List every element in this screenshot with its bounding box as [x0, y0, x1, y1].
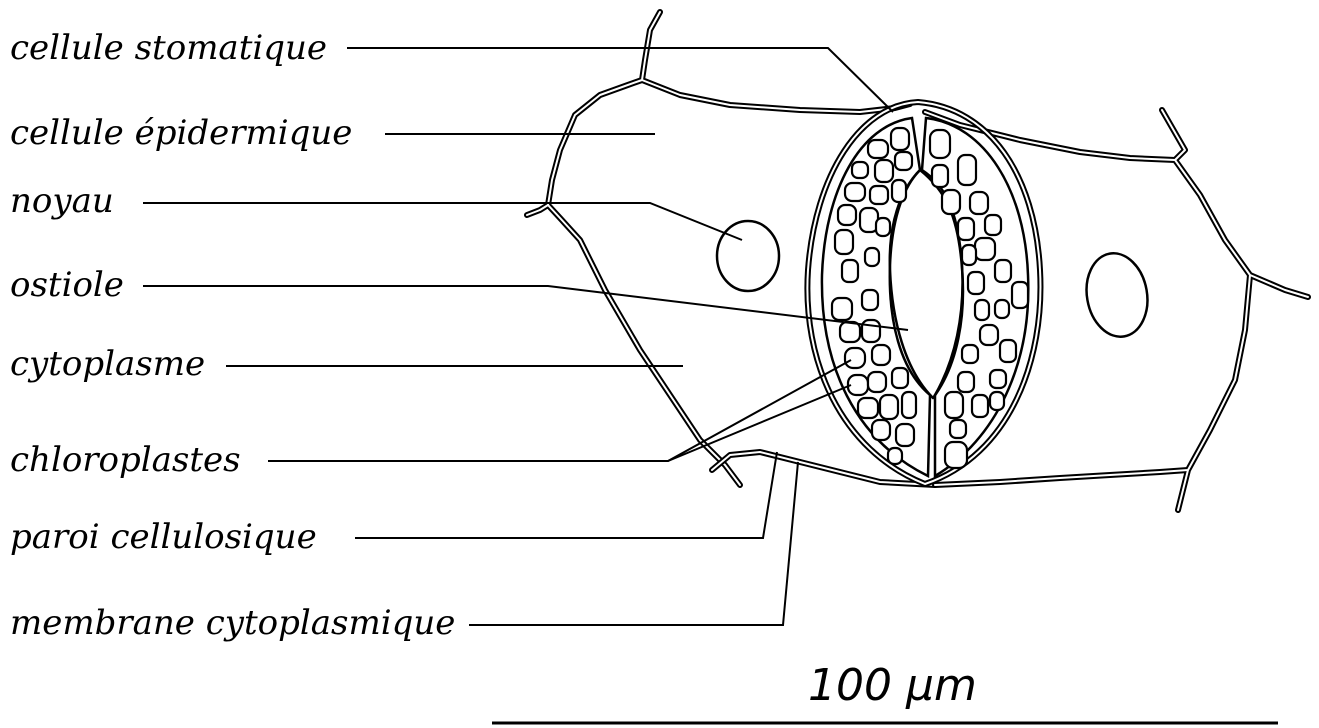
chloroplast [990, 392, 1004, 410]
chloroplast [932, 165, 948, 187]
chloroplast [842, 260, 858, 282]
chloroplast [985, 215, 1001, 235]
chloroplast [930, 130, 950, 158]
chloroplast [950, 420, 966, 438]
chloroplast [835, 230, 853, 254]
chloroplast [876, 218, 890, 236]
label-chloroplastes: chloroplastes [10, 440, 241, 480]
label-paroi-cellulosique: paroi cellulosique [10, 517, 317, 557]
chloroplast [880, 395, 898, 419]
chloroplast [970, 192, 988, 214]
chloroplast [895, 152, 912, 170]
chloroplast [975, 238, 995, 260]
chloroplast [892, 180, 906, 202]
chloroplast [891, 128, 909, 150]
leader-chloroplastes-1 [268, 360, 851, 461]
nucleus-left [717, 221, 779, 291]
chloroplast [845, 183, 865, 201]
chloroplast [958, 218, 974, 240]
chloroplast [958, 155, 976, 185]
chloroplast [872, 420, 890, 440]
chloroplast [968, 272, 984, 294]
chloroplast [945, 392, 963, 418]
label-cellule-stomatique: cellule stomatique [10, 28, 327, 68]
scale-bar-label: 100 µm [808, 660, 977, 711]
chloroplast [862, 320, 880, 342]
leader-cellule-stomatique [347, 48, 893, 112]
label-cellule-epidermique: cellule épidermique [10, 113, 352, 153]
leader-membrane-cytoplasmique [469, 462, 798, 625]
chloroplast [862, 290, 878, 310]
scale-bar: 100 µm [492, 660, 1278, 723]
chloroplast [840, 322, 860, 342]
chloroplast [868, 140, 888, 158]
chloroplast [1012, 282, 1028, 308]
label-cytoplasme: cytoplasme [10, 344, 205, 384]
chloroplast [858, 398, 878, 418]
labels: cellule stomatique cellule épidermique n… [10, 28, 455, 643]
chloroplast [832, 298, 852, 320]
chloroplast [838, 205, 856, 225]
chloroplast [962, 345, 978, 363]
label-noyau: noyau [10, 181, 114, 221]
chloroplast [975, 300, 989, 320]
chloroplast [852, 162, 868, 178]
chloroplast [865, 248, 879, 266]
chloroplast [896, 424, 914, 446]
label-ostiole: ostiole [10, 265, 124, 305]
guard-cells [807, 102, 1040, 484]
chloroplast [945, 442, 967, 468]
chloroplast [995, 260, 1011, 282]
chloroplast [995, 300, 1009, 318]
chloroplast [875, 160, 893, 182]
chloroplast [972, 395, 988, 417]
chloroplast [902, 392, 916, 418]
nucleus-right [1080, 248, 1154, 341]
label-membrane-cytoplasmique: membrane cytoplasmique [10, 603, 455, 643]
leader-noyau [143, 203, 742, 240]
chloroplast [962, 245, 976, 265]
chloroplast [980, 325, 998, 345]
chloroplast [845, 348, 865, 368]
chloroplast [892, 368, 908, 388]
chloroplast [872, 345, 890, 365]
leader-ostiole [143, 286, 908, 330]
chloroplast [868, 372, 886, 392]
chloroplast [942, 190, 960, 214]
chloroplast [888, 448, 902, 464]
chloroplast [958, 372, 974, 392]
chloroplast [990, 370, 1006, 388]
chloroplast [1000, 340, 1016, 362]
chloroplast [870, 186, 888, 204]
